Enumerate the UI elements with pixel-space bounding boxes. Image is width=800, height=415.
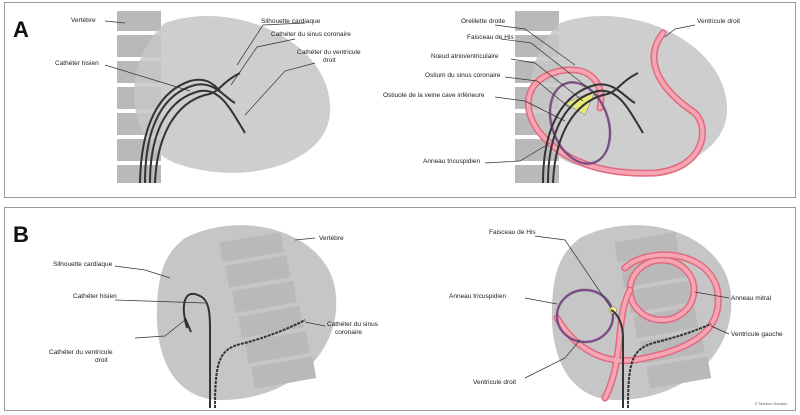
tricuspid-annulus-a (548, 81, 612, 165)
label-ventricule-cath-a-1: Cathéter du ventricule (297, 49, 361, 56)
label-anneau-a: Anneau tricuspidien (423, 158, 480, 165)
heart-silhouette-a-right (529, 16, 728, 173)
label-ventricule-cath-b-2: droit (95, 357, 108, 364)
label-ventricule-droit-a: Ventricule droit (697, 18, 740, 25)
credit-text: © Martine Nantais (754, 401, 787, 406)
catheters-a-right (542, 72, 644, 184)
catheter-a1 (144, 83, 236, 184)
label-sinus-b-1: Cathéter du sinus (327, 321, 379, 328)
right-heart-view-a: Oreillette droite Faisceau de His Nœud a… (383, 11, 740, 184)
label-noeud-a: Nœud atrioventriculaire (431, 53, 499, 60)
label-hisien-a: Cathéter hisien (55, 60, 99, 67)
label-ostium-sinus-a: Ostium du sinus coronaire (425, 72, 501, 79)
catheters-a-left (139, 72, 246, 184)
label-faisceau-b: Faisceau de His (489, 229, 536, 236)
catheter-b-hisien (182, 293, 211, 329)
label-ventricule-gauche-b: Ventricule gauche (731, 331, 783, 338)
right-heart-view-b: Faisceau de His Anneau tricuspidien Anne… (449, 225, 783, 409)
heart-silhouette-a-left (134, 16, 331, 173)
label-silhouette-b: Silhouette cardiaque (53, 261, 113, 268)
vertebra-a1 (117, 11, 161, 31)
heart-silhouette-b-left (156, 225, 337, 401)
label-ventricule-cath-b-1: Cathéter du ventricule (49, 349, 113, 356)
catheters-b-left (182, 293, 306, 409)
label-sinus-b-2: coronaire (335, 329, 362, 336)
catheter-a2 (149, 89, 246, 184)
leaders-b-left (114, 237, 326, 339)
panel-b: B Silhouette cardiaque Vertèbre Cathéte (4, 207, 796, 411)
catheter-a3 (154, 72, 241, 184)
tricuspid-annulus-b (555, 288, 615, 344)
label-oreillette-a: Oreillette droite (461, 18, 505, 25)
catheters-b-right (610, 309, 712, 409)
panel-a-letter: A (13, 17, 29, 42)
catheter-a4 (139, 78, 221, 184)
label-faisceau-a: Faisceau de His (467, 34, 514, 41)
panel-a-diagram: Vertèbre Silhouette cardiaque Cathéter d… (55, 11, 740, 184)
panel-a: A Vertèbre (4, 2, 796, 198)
vertebra-column-b-left (219, 232, 317, 389)
label-vertebre-a: Vertèbre (71, 17, 96, 24)
panel-b-letter: B (13, 222, 29, 247)
leaders-b-right (524, 235, 730, 379)
leaders-a-right (484, 24, 696, 164)
label-silhouette-a: Silhouette cardiaque (261, 18, 321, 25)
label-ostium-veine-a: Ostiuole de la veine cave inférieure (383, 92, 485, 99)
label-ventricule-cath-a-2: droit (323, 57, 336, 64)
left-heart-view-b: Silhouette cardiaque Vertèbre Cathéter h… (49, 225, 379, 409)
vertebra-a6 (117, 139, 161, 161)
label-mitral-b: Anneau mitral (731, 295, 772, 302)
label-ventricule-droit-b: Ventricule droit (473, 379, 516, 386)
label-hisien-b: Cathéter hisien (73, 293, 117, 300)
leaders-a-left (104, 20, 316, 116)
label-vertebre-b: Vertèbre (319, 235, 344, 242)
label-tricuspide-b: Anneau tricuspidien (449, 293, 506, 300)
panel-b-diagram: Silhouette cardiaque Vertèbre Cathéter h… (49, 225, 783, 409)
koch-triangle-a (564, 90, 596, 116)
label-sinus-a: Cathéter du sinus coronaire (271, 31, 351, 38)
catheter-b-sinus (214, 319, 306, 409)
left-heart-view-a: Vertèbre Silhouette cardiaque Cathéter d… (55, 11, 361, 184)
